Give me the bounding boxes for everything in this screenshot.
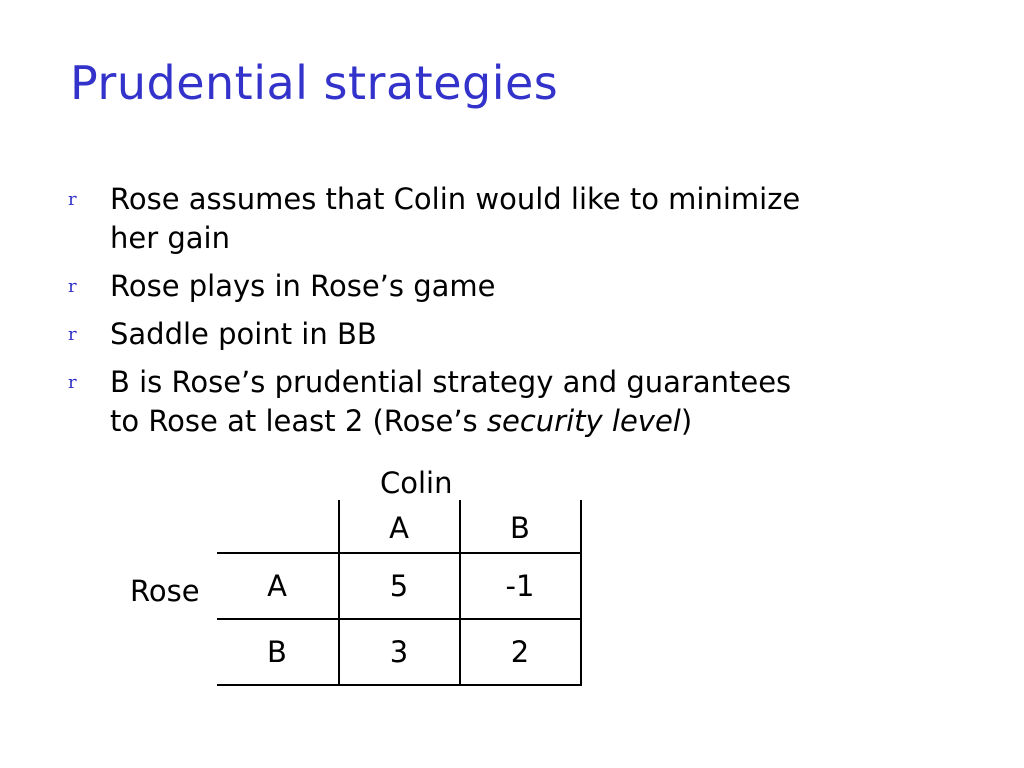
bullet-text-line2: to Rose at least 2 (Rose’s security leve… [110, 402, 968, 441]
payoff-cell: 2 [510, 635, 530, 669]
bullet-text-post: ) [680, 404, 693, 438]
bullet-list: r Rose assumes that Colin would like to … [68, 180, 968, 450]
column-header: B [510, 511, 530, 545]
grid-line [338, 500, 340, 686]
column-header: A [389, 511, 409, 545]
payoff-cell: 5 [389, 569, 409, 603]
row-player-label: Rose [130, 574, 200, 608]
payoff-cell: 3 [389, 635, 409, 669]
bullet-text: Saddle point in BB [110, 317, 377, 351]
security-level-term: security level [486, 404, 681, 438]
bullet-marker: r [68, 324, 77, 345]
bullet-marker: r [68, 372, 77, 393]
row-header: B [267, 635, 287, 669]
bullet-text: Rose plays in Rose’s game [110, 269, 496, 303]
payoff-matrix: A B A 5 -1 B 3 2 [217, 500, 582, 686]
bullet-item: r B is Rose’s prudential strategy and gu… [68, 363, 968, 441]
payoff-cell: -1 [505, 569, 535, 603]
bullet-text: her gain [110, 221, 230, 255]
bullet-text: Rose assumes that Colin would like to mi… [110, 182, 801, 216]
bullet-item: r Rose assumes that Colin would like to … [68, 180, 968, 258]
grid-line [217, 618, 581, 620]
grid-line [580, 500, 582, 686]
bullet-item: r Saddle point in BB [68, 315, 968, 354]
grid-line [217, 552, 581, 554]
row-header: A [267, 569, 287, 603]
bullet-marker: r [68, 276, 77, 297]
bullet-marker: r [68, 189, 77, 210]
column-player-label: Colin [380, 466, 453, 500]
bullet-text-pre: to Rose at least 2 (Rose’s [110, 404, 487, 438]
grid-line [459, 500, 461, 686]
bullet-text: B is Rose’s prudential strategy and guar… [110, 365, 792, 399]
slide-title: Prudential strategies [70, 56, 559, 110]
bullet-item: r Rose plays in Rose’s game [68, 267, 968, 306]
grid-line [217, 684, 581, 686]
